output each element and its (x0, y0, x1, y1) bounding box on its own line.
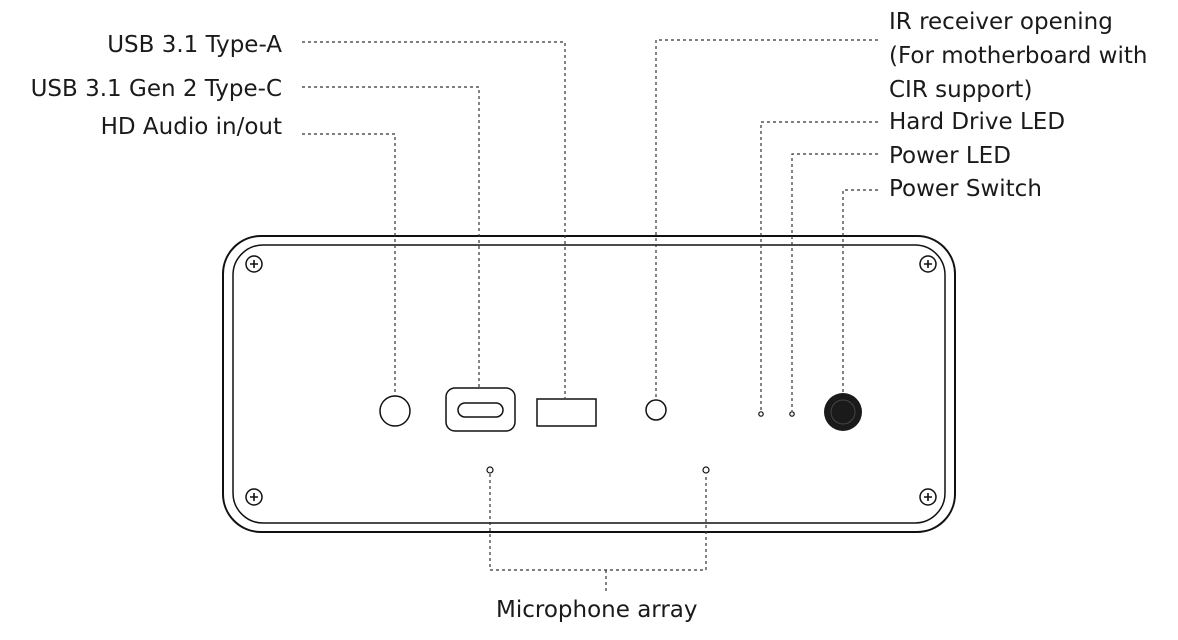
leader-audio (302, 133, 396, 396)
leader-hdd-led (760, 121, 878, 411)
label-ir-line3: CIR support) (889, 77, 1033, 103)
screw-bottom-left (245, 488, 263, 506)
label-usb-c: USB 3.1 Gen 2 Type-C (30, 76, 282, 102)
leader-power-led (791, 153, 878, 411)
leader-microphone (489, 474, 707, 571)
device-outer-edge (222, 235, 956, 533)
power-switch-button (824, 393, 862, 431)
usb-c-port (445, 387, 516, 432)
leader-usb-a (302, 41, 566, 398)
label-usb-a: USB 3.1 Type-A (107, 32, 282, 58)
device-front-face (232, 244, 946, 524)
power-led (789, 411, 795, 417)
hdd-led (758, 411, 764, 417)
screw-top-left (245, 255, 263, 273)
microphone-right (702, 466, 710, 474)
label-microphone: Microphone array (496, 597, 698, 623)
label-ir-line2: (For motherboard with (889, 43, 1148, 69)
label-power-led: Power LED (889, 143, 1011, 169)
leader-ir (655, 39, 878, 400)
ir-receiver (645, 399, 667, 421)
label-ir-line1: IR receiver opening (889, 9, 1113, 35)
label-audio: HD Audio in/out (100, 114, 282, 140)
screw-top-right (919, 255, 937, 273)
leader-usb-c (302, 86, 480, 388)
usb-a-port (536, 398, 597, 427)
screw-bottom-right (919, 488, 937, 506)
microphone-left (486, 466, 494, 474)
label-hdd-led: Hard Drive LED (889, 109, 1066, 135)
label-power-switch: Power Switch (889, 176, 1042, 202)
leader-power-switch (842, 189, 878, 393)
device-body (222, 235, 956, 533)
